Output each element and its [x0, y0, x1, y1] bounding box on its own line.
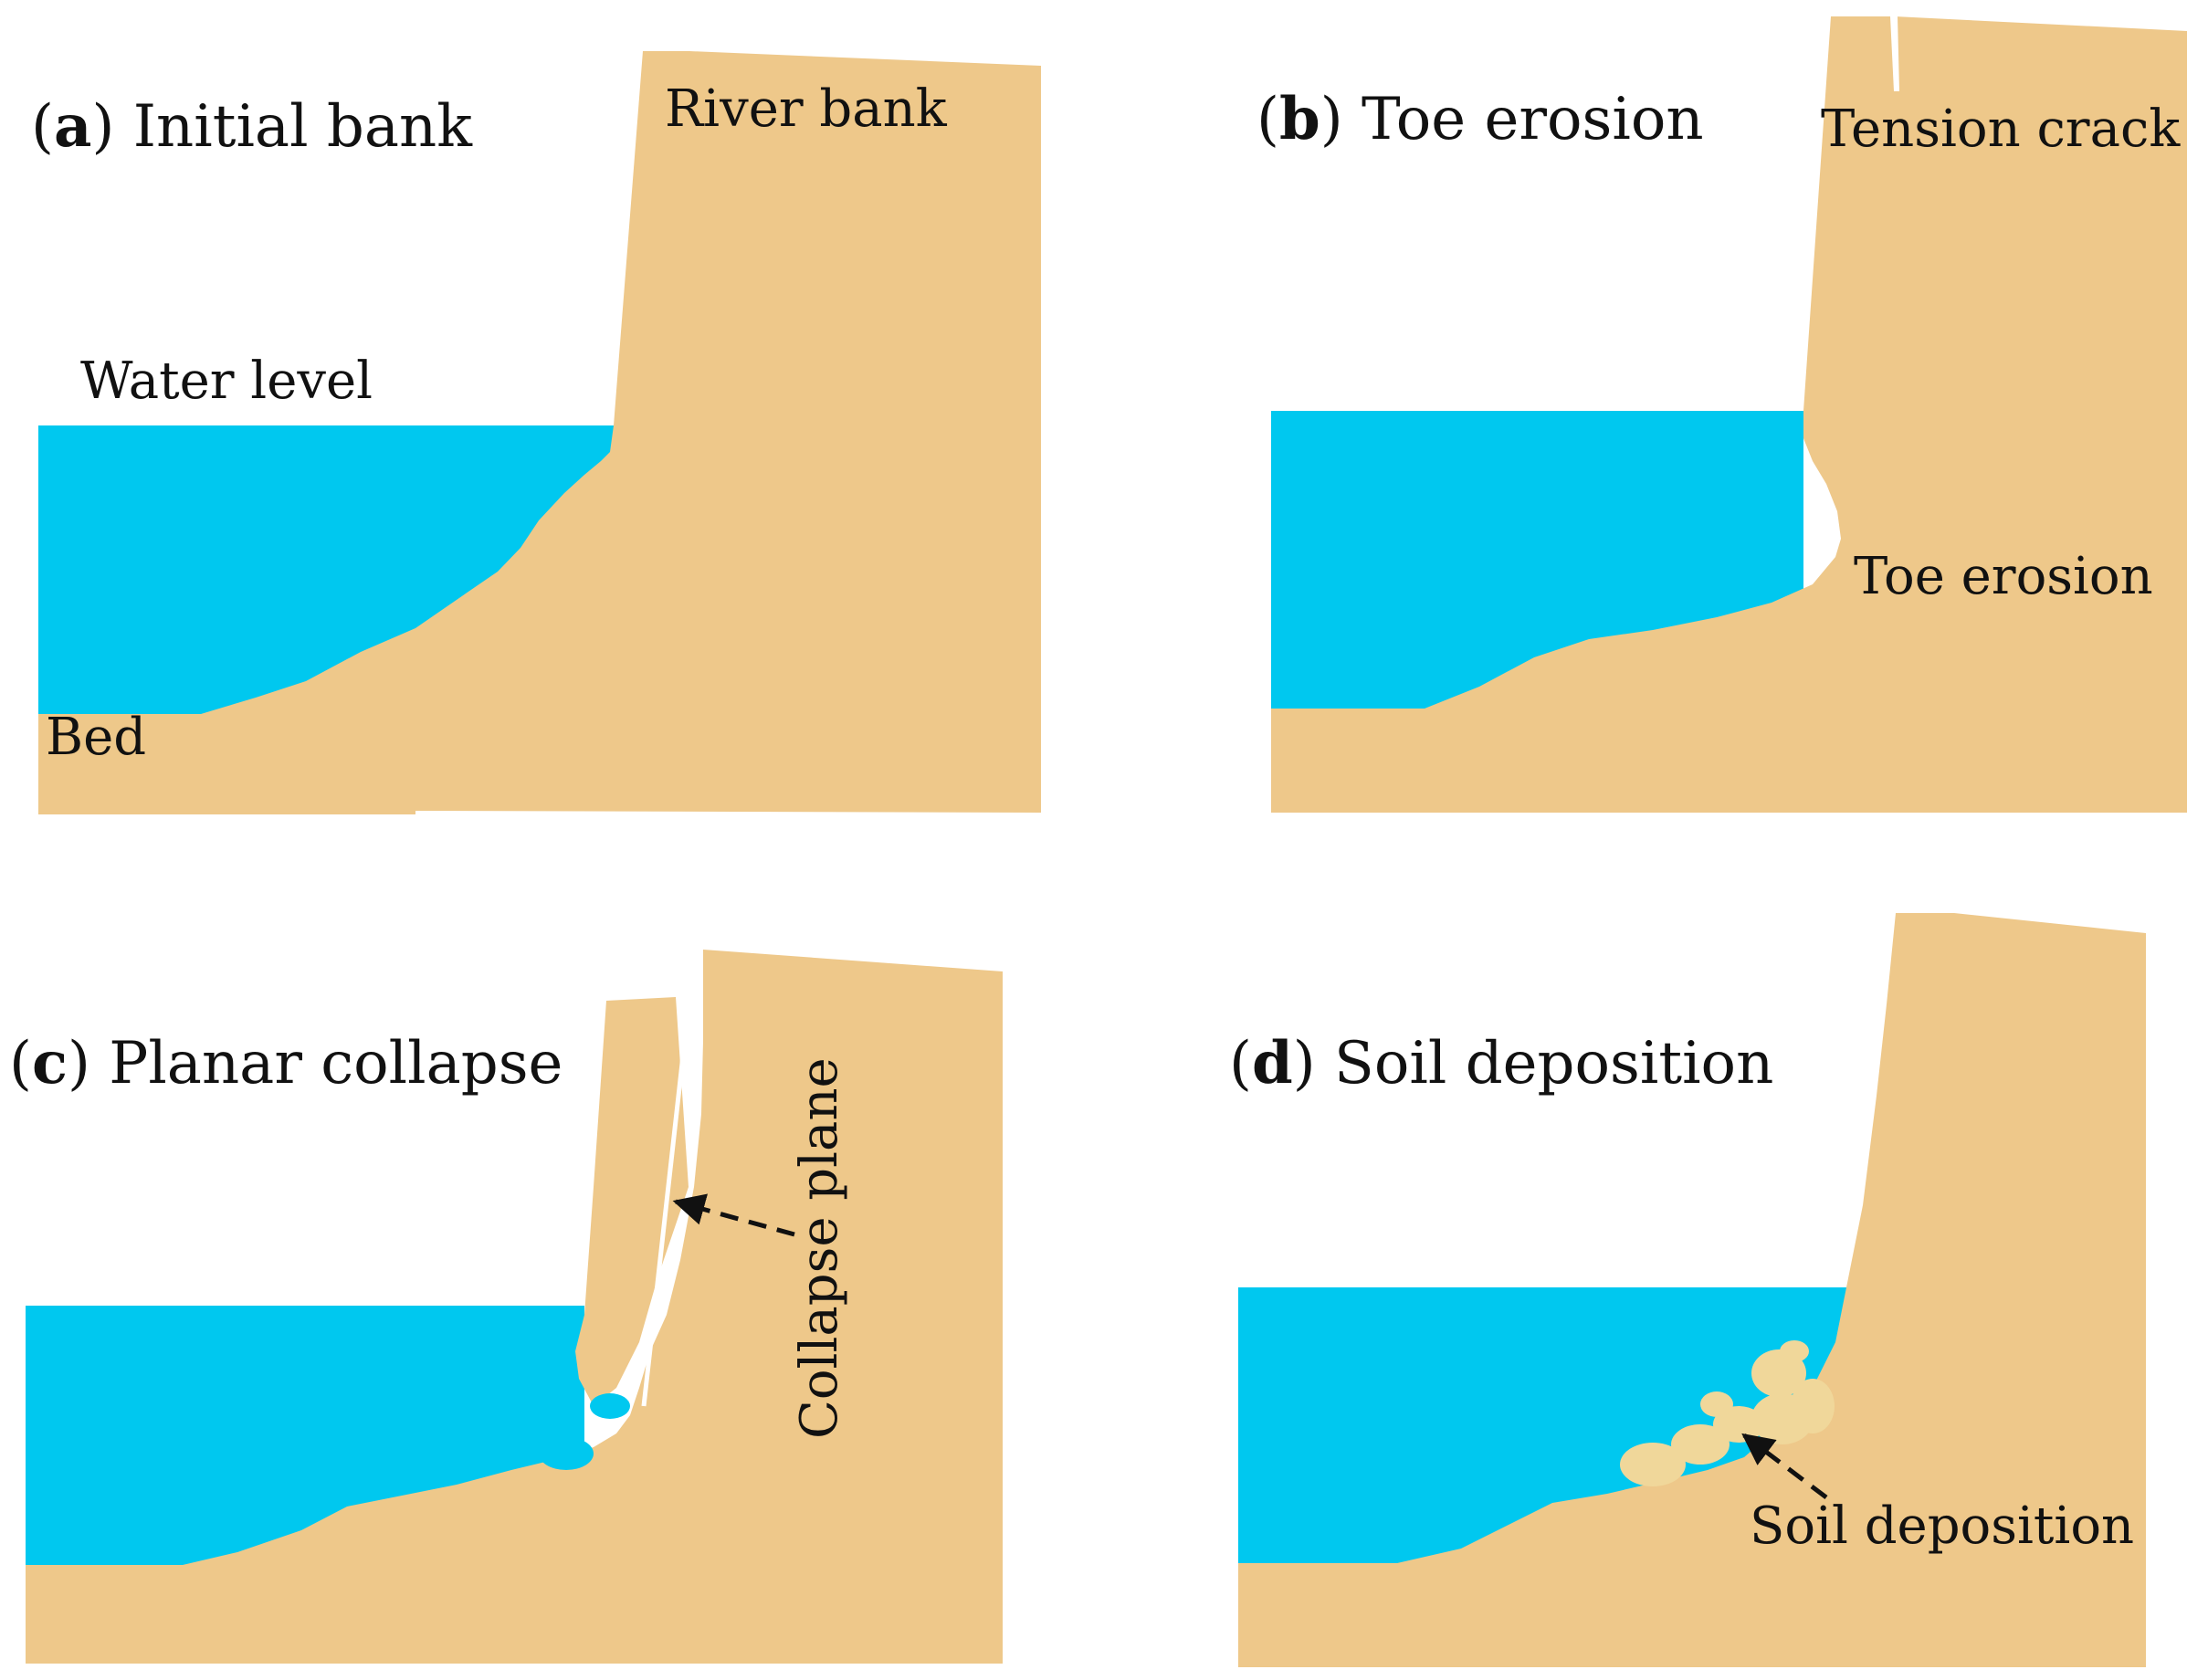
collapse-plane-line: [641, 1022, 689, 1407]
panel-a-soil: [38, 51, 1041, 814]
trapped-water-1: [590, 1393, 630, 1419]
panel-d: (d) Soil deposition Soil deposition: [1229, 913, 2146, 1667]
deposit-block-1: [1620, 1443, 1686, 1486]
tension-crack: [1890, 16, 1899, 91]
collapse-plane-arrow: [672, 1193, 795, 1237]
deposit-block-2: [1671, 1424, 1730, 1465]
collapse-plane-label: Collapse plane: [790, 1057, 849, 1439]
deposit-block-8: [1780, 1340, 1809, 1362]
soil-deposit-blocks: [1620, 1340, 1835, 1486]
deposit-block-4: [1700, 1391, 1733, 1417]
panel-a: (a) Initial bank River bank Water level …: [31, 51, 1041, 814]
panel-b-soil: [1271, 16, 2187, 813]
deposit-block-7: [1791, 1379, 1835, 1433]
panel-b-title: (b) Toe erosion: [1256, 85, 1704, 153]
panel-c: (c) Planar collapse Collapse plane: [9, 950, 1003, 1664]
panel-c-soil-bank: [26, 950, 1003, 1664]
panel-b: (b) Toe erosion Tension crack Toe erosio…: [1256, 16, 2187, 813]
toe-erosion-label: Toe erosion: [1854, 547, 2153, 606]
bed-label: Bed: [46, 708, 146, 767]
river-bank-label: River bank: [665, 79, 948, 139]
soil-deposition-arrow: [1741, 1433, 1828, 1499]
panel-c-title: (c) Planar collapse: [9, 1029, 563, 1097]
trapped-water-2: [539, 1437, 594, 1470]
soil-deposition-label: Soil deposition: [1750, 1496, 2134, 1556]
collapsed-block: [575, 997, 689, 1406]
water-level-label: Water level: [80, 352, 373, 411]
panel-a-title: (a) Initial bank: [31, 92, 473, 161]
panel-d-title: (d) Soil deposition: [1229, 1029, 1773, 1097]
panel-d-soil: [1238, 913, 2146, 1667]
tension-crack-label: Tension crack: [1821, 100, 2181, 159]
